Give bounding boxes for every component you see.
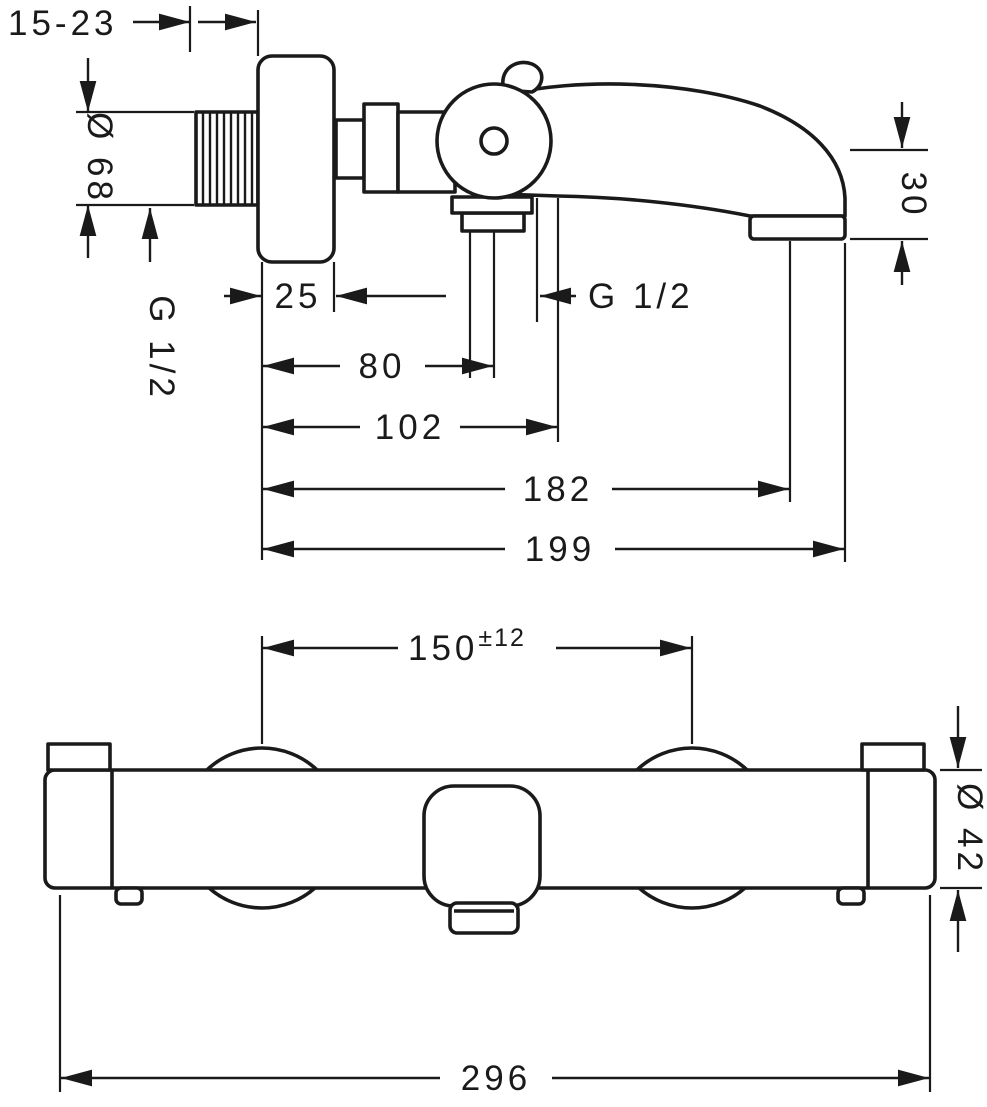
spout-base-lower — [460, 211, 526, 233]
dim-body-diameter: Ø 42 — [949, 706, 987, 952]
dim-spout-height-label: 30 — [894, 172, 933, 219]
dim-overall-width: 296 — [61, 1059, 929, 1098]
threaded-nipple — [194, 110, 260, 207]
dim-escutcheon-depth-label: 25 — [275, 277, 322, 316]
dim-overall-length: 199 — [263, 530, 844, 569]
dim-body-diameter-label: Ø 42 — [950, 783, 987, 875]
handle — [422, 784, 542, 908]
end-cap-left — [46, 742, 112, 772]
spout-outlet — [748, 214, 847, 241]
side-view: 15-23 Ø 68 G 1/2 25 G 1/2 — [8, 4, 933, 569]
dim-connection-distance-label: 150±12 — [408, 624, 526, 668]
dim-spout-center: 80 — [263, 347, 493, 386]
dim-wall-distance: 15-23 — [8, 4, 256, 43]
screw-boss-right — [836, 886, 866, 906]
label-spout-thread: G 1/2 — [540, 277, 694, 316]
end-cap-right — [860, 742, 926, 772]
label-spout-thread-text: G 1/2 — [588, 277, 694, 316]
handle-outlet — [448, 901, 520, 935]
label-inlet-thread-text: G 1/2 — [142, 295, 181, 401]
dim-escutcheon-diameter: Ø 68 — [79, 58, 119, 258]
escutcheon — [256, 54, 336, 264]
front-view: 150±12 Ø 42 296 — [43, 624, 987, 1098]
dim-outlet-reach: 182 — [263, 470, 789, 509]
dim-overall-length-label: 199 — [525, 530, 595, 569]
dim-wall-distance-label: 15-23 — [8, 4, 118, 43]
front-view-extension-lines — [58, 636, 982, 1092]
union-nut-small — [334, 118, 366, 180]
dim-outlet-reach-label: 182 — [523, 470, 593, 509]
dim-overall-width-label: 296 — [461, 1059, 531, 1098]
dim-spout-center-label: 80 — [359, 347, 406, 386]
knob-center-screw — [479, 126, 509, 156]
dim-connection-distance-value: 150 — [408, 629, 478, 668]
thread-hatching — [201, 112, 254, 205]
dim-escutcheon-depth: 25 — [224, 277, 446, 316]
dim-connection-center: 102 — [263, 408, 557, 447]
side-view-extension-lines — [76, 6, 928, 562]
dim-connection-distance: 150±12 — [263, 624, 691, 668]
screw-boss-left — [114, 886, 144, 906]
spout — [498, 82, 847, 218]
knob-lever — [501, 60, 544, 94]
label-inlet-thread: G 1/2 — [141, 208, 181, 401]
dim-spout-height: 30 — [893, 102, 933, 285]
dim-connection-center-label: 102 — [375, 408, 445, 447]
union-nut — [362, 102, 400, 194]
dim-connection-tolerance-value: ±12 — [478, 624, 526, 652]
dim-escutcheon-diameter-label: Ø 68 — [80, 112, 119, 204]
